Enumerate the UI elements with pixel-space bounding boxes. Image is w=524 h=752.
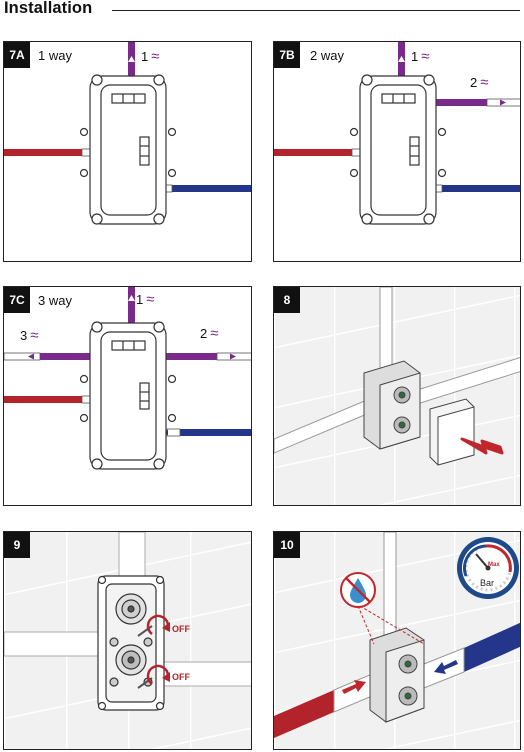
panel-9: 9 OFF OFF	[3, 531, 252, 750]
wave-icon: ≈	[30, 327, 39, 344]
wave-icon: ≈	[480, 74, 489, 91]
panel-7c: 7C 3 way 1≈ 2≈ 3≈	[3, 286, 252, 506]
valve-body	[79, 74, 177, 225]
page-title: Installation	[4, 0, 93, 17]
outlet-pipe	[128, 287, 135, 327]
diagram-10	[274, 532, 520, 749]
hot-pipe	[4, 396, 82, 403]
step-badge: 10	[274, 532, 300, 558]
way-label: 2 way	[310, 48, 344, 63]
outlet-pipe	[162, 353, 217, 360]
arrow-icon	[128, 295, 135, 301]
wave-icon: ≈	[421, 48, 430, 65]
pipes	[4, 532, 251, 687]
rotate-arrow-icon	[146, 614, 170, 635]
diagram-9	[4, 532, 251, 749]
diagram-8	[274, 287, 520, 505]
valve-body	[97, 575, 165, 711]
screwdriver	[137, 625, 153, 637]
valve-body	[369, 627, 425, 723]
wave-icon: ≈	[146, 291, 155, 308]
step-badge: 9	[4, 532, 30, 558]
panel-10: 10 Max Bar	[273, 531, 521, 750]
title-divider	[112, 10, 520, 11]
cold-pipe	[464, 622, 520, 672]
gauge-max-label: Max	[488, 562, 500, 568]
hot-pipe	[274, 690, 334, 738]
arrow-icon	[398, 56, 405, 62]
leak-check-lines	[357, 605, 425, 645]
arrow-icon	[230, 353, 236, 360]
panel-8: 8	[273, 286, 521, 506]
diagram-7a	[4, 42, 251, 225]
diagram-7b	[274, 42, 520, 225]
outlet-pipe	[432, 99, 487, 106]
outlet-label: 2≈	[200, 325, 219, 342]
wave-icon: ≈	[210, 325, 219, 342]
hot-pipe	[4, 149, 82, 156]
outlet-label: 1≈	[141, 48, 160, 65]
protective-cover	[429, 398, 475, 466]
outlet-pipe	[383, 532, 397, 643]
no-water-icon	[340, 572, 376, 608]
gauge-unit-label: Bar	[480, 578, 495, 588]
off-label: OFF	[172, 624, 190, 634]
outlet-label: 3≈	[20, 327, 39, 344]
outlet-label: 2≈	[470, 74, 489, 91]
arrow-icon	[500, 99, 506, 106]
outlet-pipe	[40, 353, 95, 360]
pressure-gauge-icon	[457, 537, 519, 599]
way-label: 1 way	[38, 48, 72, 63]
arrow-icon	[28, 353, 34, 360]
arrow-icon	[434, 660, 458, 674]
arrow-icon	[460, 437, 504, 455]
arrow-icon	[342, 680, 366, 694]
step-badge: 8	[274, 287, 300, 313]
hot-pipe	[274, 149, 352, 156]
step-badge: 7C	[4, 287, 30, 313]
diagram-7c	[4, 287, 251, 470]
valve-body	[363, 360, 421, 450]
outlet-label: 1≈	[136, 291, 155, 308]
valve-body	[79, 321, 177, 470]
cold-pipe	[180, 429, 251, 436]
cold-pipe	[442, 185, 520, 192]
way-label: 3 way	[38, 293, 72, 308]
valve-body	[349, 74, 447, 225]
step-badge: 7B	[274, 42, 300, 68]
wave-icon: ≈	[151, 48, 160, 65]
outlet-label: 1≈	[411, 48, 430, 65]
rotate-arrow-icon	[146, 664, 170, 685]
cold-pipe	[172, 185, 251, 192]
panel-7a: 7A 1 way 1≈	[3, 41, 252, 262]
step-badge: 7A	[4, 42, 30, 68]
arrow-icon	[128, 56, 135, 62]
panel-7b: 7B 2 way 1≈ 2≈	[273, 41, 521, 262]
off-label: OFF	[172, 672, 190, 682]
